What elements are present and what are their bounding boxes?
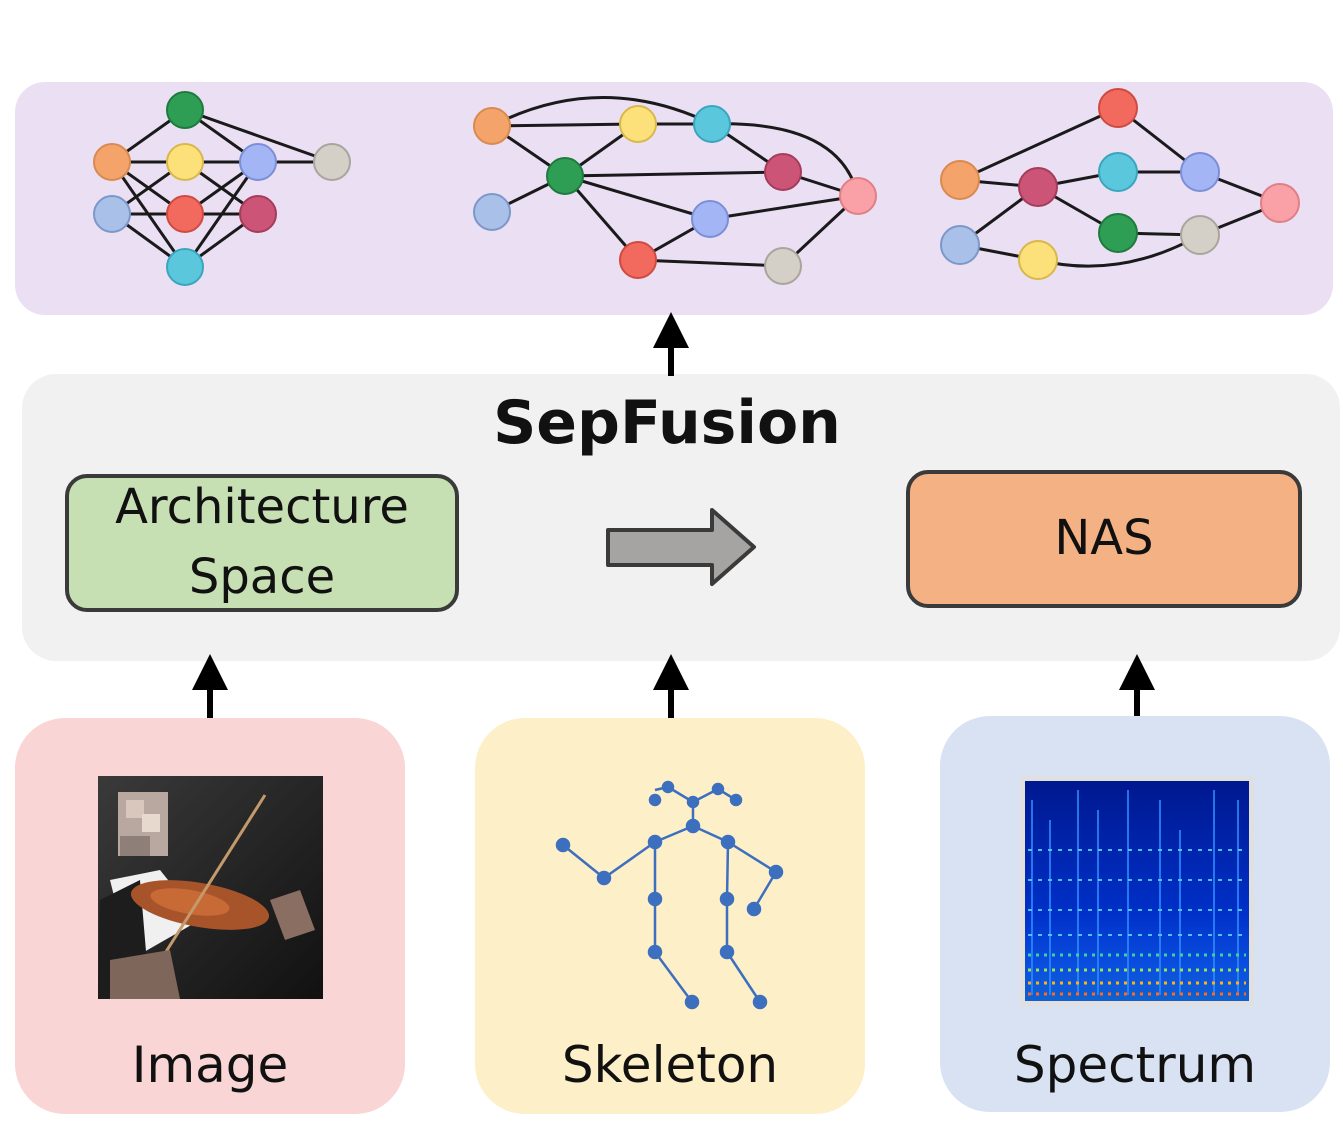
network-graph-1 (110, 108, 333, 269)
network-graph-1-nodes (93, 91, 351, 286)
violinist-photo (98, 776, 323, 999)
network-graph-2-nodes (473, 105, 877, 285)
architecture-space-box: Architecture Space (65, 474, 459, 612)
spectrum-label: Spectrum (1013, 1036, 1257, 1094)
nas-label: NAS (1054, 510, 1154, 567)
up-arrows (192, 312, 1155, 718)
nas-box: NAS (906, 470, 1302, 608)
spectrogram-image (1020, 776, 1254, 1006)
sepfusion-title: SepFusion (493, 388, 841, 458)
skeleton-label: Skeleton (561, 1036, 779, 1094)
image-label: Image (131, 1036, 289, 1094)
flow-arrow (606, 508, 756, 586)
network-graph-3-nodes (940, 88, 1300, 280)
architecture-space-label: Architecture Space (115, 479, 409, 605)
skeleton-figure (555, 780, 784, 1010)
